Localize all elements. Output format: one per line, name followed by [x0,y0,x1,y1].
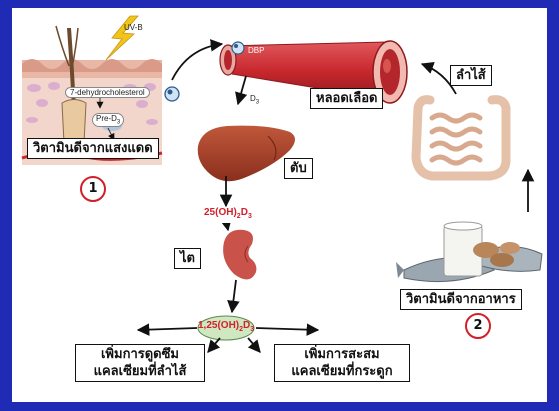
absorb-calcium-label: เพิ่มการดูดซึม แคลเซียมที่ลำไส้ [75,344,205,382]
arrow-125oh-to-store [256,328,318,330]
uvb-label: UV-B [124,23,143,32]
metabolite-25oh-d3: 25(OH)2D3 [204,207,252,223]
diagram-panel: UV-B 7-dehydrocholesterol Pre-D3 DBP D3 … [12,8,547,402]
arrow-kidney-to-125oh [232,280,236,312]
food-illustration [396,222,542,282]
marker-one: 1 [80,176,106,202]
food-label: วิตามินดีจากอาหาร [400,289,522,310]
arrow-125oh-to-absorb [138,328,197,330]
intestine-illustration [416,100,506,176]
liver-label: ตับ [284,158,313,179]
precursor-label: 7-dehydrocholesterol [65,87,150,98]
arrow-down-left [208,338,220,352]
store-line-2: แคลเซียมที่กระดูก [280,363,404,380]
absorb-line-2: แคลเซียมที่ลำไส้ [81,363,199,380]
vessel-d3-label: D3 [250,94,259,106]
kidney-label: ไต [174,248,201,269]
arrow-down-right [248,338,260,352]
store-line-1: เพิ่มการสะสม [280,346,404,363]
dbp-label: DBP [248,46,264,55]
marker-two: 2 [465,313,491,339]
kidney-illustration [223,230,256,280]
sunlight-label: วิตามินดีจากแสงแดด [27,138,159,159]
absorb-line-1: เพิ่มการดูดซึม [81,346,199,363]
arrow-vessel-to-liver [238,76,246,104]
store-calcium-label: เพิ่มการสะสม แคลเซียมที่กระดูก [274,344,410,382]
liver-illustration [198,126,295,182]
pre-d3-label: Pre-D3 [92,113,124,127]
blood-vessel-label: หลอดเลือด [310,88,383,109]
intestine-label: ลำไส้ [450,65,492,86]
arrow-skin-to-vessel [172,44,222,80]
d3-molecule-icon [165,87,179,101]
metabolite-125oh-d3: 1,25(OH)2D3 [198,320,254,336]
